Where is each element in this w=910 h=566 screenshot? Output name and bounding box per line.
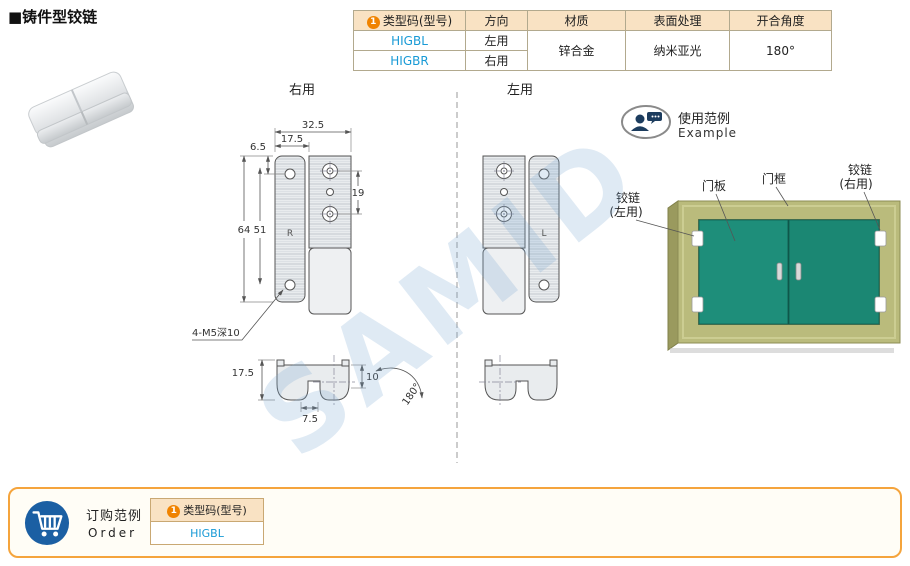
surface-value: 纳米亚光 [625,30,730,71]
spec-row-higbr: HIGBR 右用 [353,50,832,71]
label-hinge-left: 铰链 [616,190,640,205]
spec-header-surface: 表面处理 [625,10,730,31]
usage-example-header [620,104,672,144]
dim-section-height: 17.5 [232,368,254,379]
right-view: R [274,155,352,315]
technical-drawing: 右用 左用 R 32.5 [192,83,560,463]
door-handle-right [795,262,802,281]
page-title: ■铸件型铰链 [8,8,98,26]
door-right [788,219,880,325]
label-hinge-right: 铰链 [848,162,872,177]
spec-header-material: 材质 [527,10,626,31]
example-person-icon [621,105,671,139]
usage-example-illustration: 铰链 (左用) 门板 门框 铰链 (右用) [609,162,901,353]
label-door-frame: 门框 [762,171,786,186]
spec-header-direction: 方向 [465,10,528,31]
model-link-higbr[interactable]: HIGBR [353,50,466,71]
direction-higbl: 左用 [465,30,528,51]
type-code-badge: 1 [366,16,380,29]
usage-example-subtitle: Example [678,126,738,140]
model-link-higbl[interactable]: HIGBL [353,30,466,51]
cabinet [667,200,901,353]
dim-plate-height: 51 [254,225,267,236]
dim-section-width: 7.5 [302,414,318,425]
order-model-value: HIGBL [150,521,264,545]
cart-icon [24,500,70,546]
dim-hole-spacing: 19 [352,188,365,199]
order-title-cn: 订购范例 [86,509,143,524]
product-hinge-body [28,71,134,148]
dim-plate-width: 17.5 [281,134,303,145]
angle-value: 180° [729,30,832,71]
right-view-label: 右用 [289,83,315,98]
spec-header-angle: 开合角度 [729,10,832,31]
direction-higbr: 右用 [465,50,528,71]
usage-example-title: 使用范例 [678,112,731,127]
left-view: L [479,155,560,406]
dim-section-depth: 10 [366,372,379,383]
door-handle-left [776,262,783,281]
right-section-view: 17.5 10 7.5 180° [232,355,424,425]
spec-row-higbl: HIGBL 左用 锌合金 纳米亚光 180° [353,30,832,71]
cabinet-callouts: 铰链 (左用) 门板 门框 铰链 (右用) [609,162,881,242]
left-view-label: 左用 [507,83,533,98]
label-door-panel: 门板 [702,178,726,193]
thread-note: 4-M5深10 [192,327,240,339]
spec-header-type-label: 类型码(型号) [382,14,453,28]
dim-open-angle: 180° [401,382,424,408]
label-hinge-right-2: (右用) [839,176,872,191]
material-value: 锌合金 [527,30,626,71]
left-mark: L [541,229,546,239]
dim-overall-width: 32.5 [302,120,324,131]
order-type-code-badge: 1 [167,505,181,518]
dim-overall-height: 64 [238,225,251,236]
right-mark: R [287,229,293,239]
order-header-label: 类型码(型号) [183,504,247,517]
order-cart-badge [24,500,70,550]
door-left [698,219,789,325]
cabinet-hinges [691,230,887,313]
order-title-en: Order [88,526,138,540]
right-view-dimensions: 32.5 17.5 6.5 64 51 19 4-M5深10 [192,120,365,341]
product-image [28,71,134,148]
dim-hole-offset: 6.5 [250,142,266,153]
label-hinge-left-2: (左用) [609,204,642,219]
